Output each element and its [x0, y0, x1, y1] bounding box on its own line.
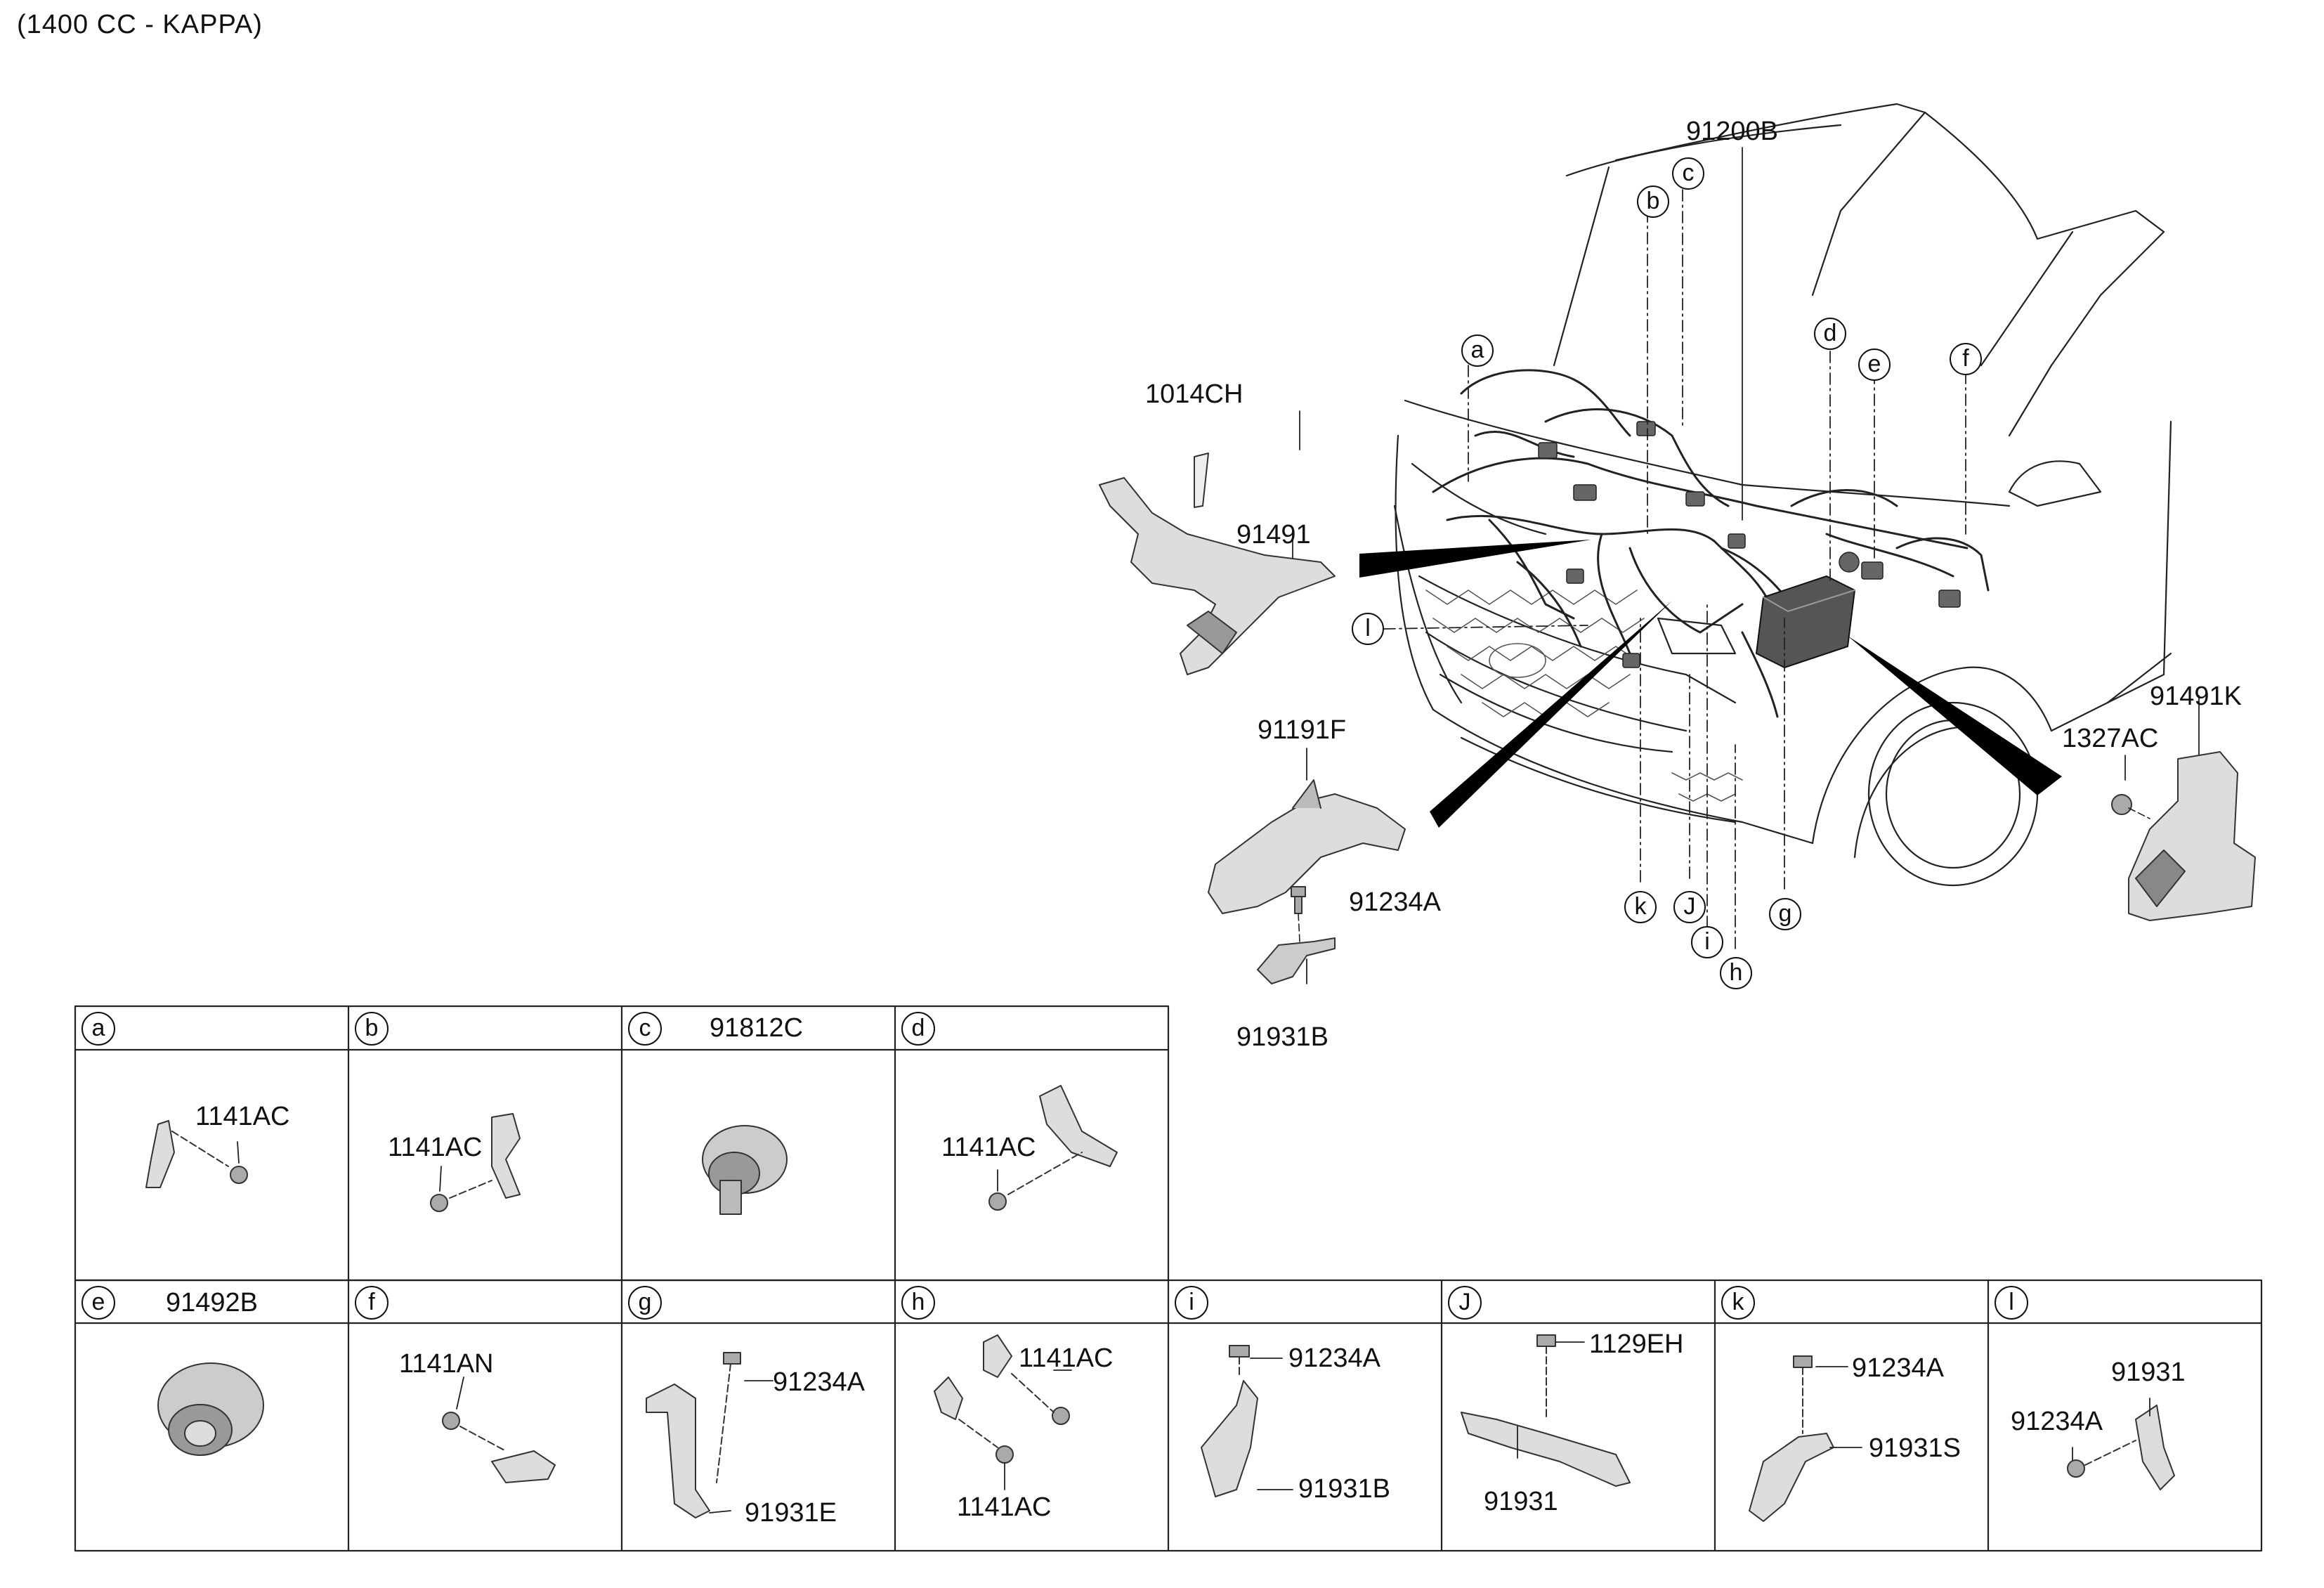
callout-a: a: [1461, 334, 1494, 367]
part-label-91234a: 91234A: [1349, 887, 1442, 917]
bracket-91931B-art: [1257, 937, 1336, 984]
detail-d-label-1: 1141AC: [941, 1133, 1036, 1162]
part-label-91931b: 91931B: [1236, 1022, 1329, 1052]
detail-letter-d: d: [901, 1012, 935, 1046]
detail-f-label-1: 1141AN: [399, 1349, 494, 1379]
engine-title: (1400 CC - KAPPA): [17, 10, 263, 39]
callout-d: d: [1814, 318, 1846, 350]
callout-l: l: [1352, 613, 1384, 645]
detail-letter-f: f: [355, 1286, 389, 1320]
detail-k-label-1: 91234A: [1852, 1353, 1945, 1383]
detail-k-label-2: 91931S: [1869, 1433, 1961, 1463]
detail-letter-e: e: [81, 1286, 115, 1320]
detail-g-label-2: 91931E: [745, 1498, 837, 1528]
callout-k: k: [1624, 891, 1657, 923]
detail-letter-c: c: [628, 1012, 662, 1046]
detail-j-label-2: 91931: [1484, 1487, 1558, 1516]
detail-c-title: 91812C: [710, 1013, 804, 1043]
bracket-91191F-art: [1208, 779, 1406, 914]
detail-letter-l: l: [1995, 1286, 2028, 1320]
detail-letter-b: b: [355, 1012, 389, 1046]
detail-letter-g: g: [628, 1286, 662, 1320]
callout-e: e: [1858, 349, 1891, 381]
part-label-91491k: 91491K: [2150, 682, 2243, 711]
part-label-91491: 91491: [1236, 520, 1311, 549]
nut-1327AC-art: [2111, 794, 2132, 815]
bracket-91491K-art: [2128, 751, 2256, 921]
wiring-harness: [1432, 369, 1990, 718]
junction-box: [1756, 575, 1855, 668]
callout-c: c: [1672, 157, 1704, 190]
detail-i-label-1: 91234A: [1288, 1343, 1381, 1373]
detail-i-label-2: 91931B: [1298, 1474, 1391, 1504]
part-label-1327ac: 1327AC: [2062, 724, 2159, 753]
detail-e-title: 91492B: [166, 1288, 259, 1317]
detail-j-label-1: 1129EH: [1589, 1329, 1684, 1359]
callout-g: g: [1769, 898, 1801, 930]
detail-l-label-2: 91234A: [2011, 1407, 2103, 1436]
grille-pattern: [1425, 590, 1743, 802]
part-label-91200b: 91200B: [1686, 117, 1779, 146]
detail-letter-a: a: [81, 1012, 115, 1046]
vehicle-outline: [1393, 103, 2172, 887]
detail-a-label-1: 1141AC: [195, 1102, 290, 1131]
bracket-91491-art: [1099, 453, 1336, 675]
detail-art: [145, 1085, 2175, 1522]
detail-letter-j: J: [1448, 1286, 1482, 1320]
part-label-1014ch: 1014CH: [1145, 379, 1243, 409]
detail-l-label-1: 91931: [2111, 1358, 2186, 1387]
harness-connectors: [1538, 421, 1961, 668]
detail-letter-i: i: [1175, 1286, 1208, 1320]
leader-lines: [1383, 189, 1966, 949]
detail-g-label-1: 91234A: [773, 1367, 866, 1397]
callout-h: h: [1720, 957, 1752, 989]
pointer-wedges: [1359, 540, 2062, 828]
detail-letter-h: h: [901, 1286, 935, 1320]
callout-f: f: [1950, 343, 1982, 375]
callout-i: i: [1691, 926, 1723, 958]
detail-b-label-1: 1141AC: [388, 1133, 483, 1162]
bolt-91234A-art: [1291, 886, 1306, 914]
callout-b: b: [1637, 186, 1669, 218]
detail-h-label-2: 1141AC: [957, 1492, 1052, 1522]
detail-leaders: [237, 1141, 2150, 1514]
part-label-91191f: 91191F: [1258, 715, 1347, 745]
callout-j: J: [1673, 891, 1706, 923]
detail-h-label-1: 1141AC: [1019, 1343, 1114, 1373]
detail-table-grid: [74, 1005, 2263, 1552]
detail-letter-k: k: [1721, 1286, 1755, 1320]
